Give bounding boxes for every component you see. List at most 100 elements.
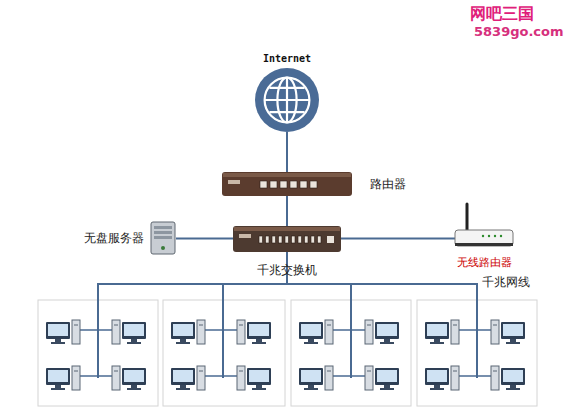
- network-cable: [176, 238, 233, 240]
- pc-tower: [491, 366, 499, 390]
- stand-base: [252, 342, 266, 344]
- screen: [173, 370, 193, 382]
- screen: [48, 324, 68, 336]
- pc-icon: [237, 366, 271, 390]
- pc-tower: [237, 320, 245, 344]
- branch-cable: [201, 329, 241, 331]
- stand-base: [51, 342, 65, 344]
- screen: [503, 370, 523, 382]
- pc-icon: [171, 320, 205, 344]
- monitor: [425, 368, 449, 385]
- router-device: 路由器: [222, 172, 352, 196]
- stand-base: [127, 388, 141, 390]
- port: [305, 236, 309, 243]
- stand: [180, 385, 186, 388]
- monitor: [122, 322, 146, 339]
- network-cable: [341, 238, 455, 240]
- pc-icon: [112, 366, 146, 390]
- power-led: [161, 246, 165, 250]
- drive-slot: [327, 371, 331, 372]
- port: [298, 236, 302, 243]
- monitor: [375, 322, 399, 339]
- pc-tower: [197, 366, 205, 390]
- branch-cable: [455, 329, 495, 331]
- port: [300, 181, 307, 188]
- port: [292, 236, 296, 243]
- network-cable: [286, 132, 288, 172]
- stand: [180, 339, 186, 342]
- drive-slot: [199, 371, 203, 372]
- port: [311, 236, 315, 243]
- status-led: [500, 235, 502, 237]
- chassis: [222, 172, 352, 196]
- drive-slot: [453, 371, 457, 372]
- router-icon: [222, 172, 352, 196]
- globe-icon: [255, 68, 319, 132]
- drive-slot: [239, 325, 243, 326]
- stand-base: [127, 342, 141, 344]
- screen: [249, 370, 269, 382]
- switch-device: 千兆交换机: [233, 226, 341, 252]
- router-case: [455, 230, 513, 246]
- pc-tower: [197, 320, 205, 344]
- chassis-top: [234, 227, 340, 231]
- pc-icon: [425, 366, 459, 390]
- screen: [48, 370, 68, 382]
- device-label: 无盘服务器: [84, 230, 144, 247]
- screen: [249, 324, 269, 336]
- screen: [377, 324, 397, 336]
- screen: [124, 370, 144, 382]
- screen: [173, 324, 193, 336]
- device-label: Internet: [263, 53, 311, 64]
- globe: [255, 68, 319, 132]
- stand: [55, 339, 61, 342]
- status-led: [494, 235, 496, 237]
- screen: [301, 370, 321, 382]
- drive-bay: [154, 231, 172, 234]
- pc-tower: [365, 320, 373, 344]
- server-case: [151, 222, 175, 254]
- pc-icon: [365, 320, 399, 344]
- monitor: [171, 322, 195, 339]
- pc-icon: [491, 320, 525, 344]
- router-base: [455, 243, 513, 246]
- monitor: [171, 368, 195, 385]
- pc-icon: [365, 366, 399, 390]
- stand: [308, 385, 314, 388]
- stand: [55, 385, 61, 388]
- pc-tower: [112, 366, 120, 390]
- chassis-top: [223, 173, 351, 177]
- pc-tower: [237, 366, 245, 390]
- branch-cable: [329, 375, 369, 377]
- stand: [510, 339, 516, 342]
- stand: [510, 385, 516, 388]
- device-label: 无线路由器: [457, 255, 512, 270]
- screen: [503, 324, 523, 336]
- monitor: [247, 322, 271, 339]
- stand: [256, 339, 262, 342]
- branch-cable: [455, 375, 495, 377]
- stand-base: [304, 342, 318, 344]
- port: [318, 236, 322, 243]
- stand-base: [430, 342, 444, 344]
- group-cable: [350, 284, 352, 378]
- stand: [434, 385, 440, 388]
- globe-device: Internet: [255, 68, 319, 132]
- globe-lines: [265, 78, 310, 123]
- port: [285, 236, 289, 243]
- pc-icon: [171, 366, 205, 390]
- pc-icon: [46, 366, 80, 390]
- stand-base: [176, 388, 190, 390]
- pc-tower: [112, 320, 120, 344]
- pc-tower: [325, 366, 333, 390]
- stand-base: [380, 388, 394, 390]
- screen: [124, 324, 144, 336]
- antenna: [466, 204, 469, 230]
- branch-cable: [76, 375, 116, 377]
- stand: [131, 385, 137, 388]
- port: [280, 181, 287, 188]
- monitor: [122, 368, 146, 385]
- stand: [384, 339, 390, 342]
- port: [279, 236, 283, 243]
